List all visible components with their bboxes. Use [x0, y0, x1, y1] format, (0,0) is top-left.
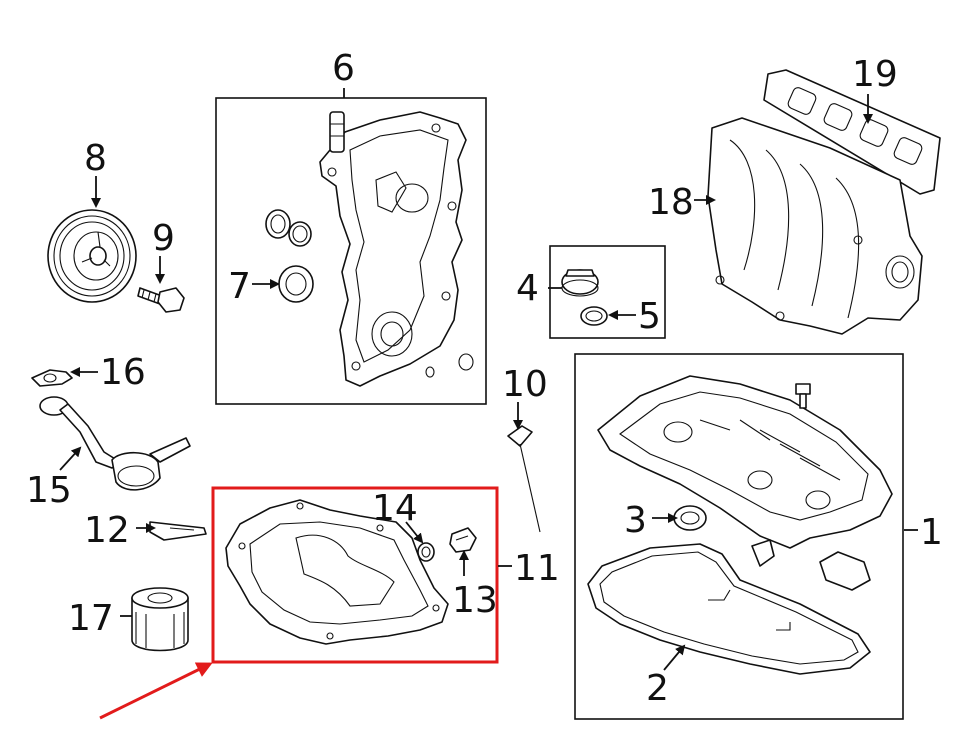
seal-rings[interactable] [265, 209, 474, 378]
valve-cover-gasket[interactable] [587, 543, 871, 675]
label-12: 12 [84, 510, 130, 551]
label-17: 17 [68, 598, 114, 639]
leader-2 [663, 644, 686, 671]
oil-filler-cap[interactable] [561, 269, 599, 297]
label-4: 4 [516, 268, 539, 309]
label-15: 15 [26, 470, 72, 511]
spark-plug-tube-seal[interactable] [819, 551, 871, 591]
leader-15 [59, 446, 82, 471]
oil-cap-group-box [549, 245, 666, 339]
oil-cap-seal[interactable] [580, 306, 608, 326]
crankshaft-pulley[interactable] [47, 209, 137, 303]
oil-dipstick[interactable] [507, 425, 541, 533]
dowel-pins[interactable] [329, 111, 345, 153]
drain-plug-gasket[interactable] [417, 542, 435, 562]
intake-manifold-gasket[interactable] [763, 69, 941, 195]
valve-cover-group-box [574, 353, 904, 720]
oil-filter[interactable] [131, 587, 189, 652]
label-9: 9 [152, 218, 175, 259]
label-6: 6 [332, 48, 355, 89]
label-7: 7 [228, 266, 251, 307]
oil-pan-pointer-arrow [99, 662, 213, 720]
dipstick-bracket[interactable] [149, 521, 207, 541]
front-crank-seal[interactable] [278, 265, 314, 303]
label-19: 19 [852, 54, 898, 95]
oil-pan-highlight-box[interactable] [211, 486, 499, 664]
label-13: 13 [452, 580, 498, 621]
drain-plug[interactable] [449, 527, 477, 553]
pcv-bolt[interactable] [795, 383, 811, 409]
pickup-gasket[interactable] [31, 369, 73, 387]
label-2: 2 [646, 668, 669, 709]
oil-pan[interactable] [225, 499, 449, 645]
pulley-bolt[interactable] [137, 287, 185, 313]
intake-manifold[interactable] [707, 117, 923, 335]
oil-pickup-tube[interactable] [39, 396, 191, 491]
label-16: 16 [100, 352, 146, 393]
cam-sensor[interactable] [751, 539, 775, 567]
label-8: 8 [84, 138, 107, 179]
label-3: 3 [624, 500, 647, 541]
cam-seal[interactable] [673, 505, 707, 531]
label-11: 11 [514, 548, 560, 589]
timing-chain-cover[interactable] [319, 111, 467, 387]
leader-14 [405, 521, 424, 544]
valve-cover[interactable] [597, 375, 893, 549]
timing-cover-group-box [215, 97, 487, 405]
label-14: 14 [372, 488, 418, 529]
label-5: 5 [638, 296, 661, 337]
label-18: 18 [648, 182, 694, 223]
label-1: 1 [920, 512, 943, 553]
label-10: 10 [502, 364, 548, 405]
